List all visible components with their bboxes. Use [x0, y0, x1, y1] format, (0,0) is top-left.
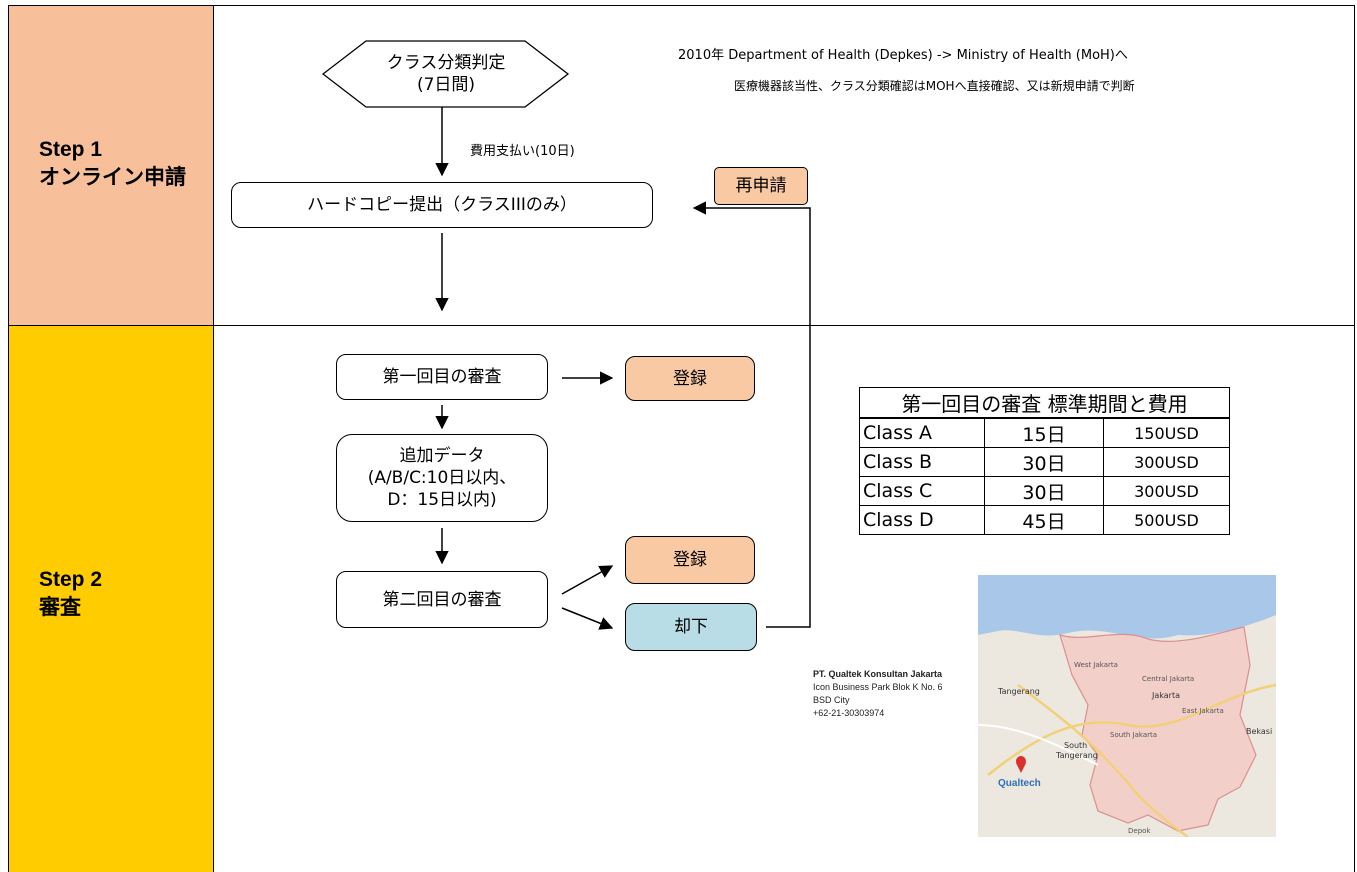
table-title: 第一回目の審査 標準期間と費用	[859, 387, 1230, 419]
arrow-second-to-reject	[561, 607, 614, 630]
table-row: Class A 15日 150USD	[859, 417, 1230, 448]
map-label-south-tangerang-2: Tangerang	[1056, 751, 1098, 760]
map-label-tangerang: Tangerang	[998, 687, 1040, 696]
table-cell-class: Class D	[859, 505, 985, 535]
table-cell-period: 30日	[984, 476, 1104, 506]
step2-lane-body	[213, 325, 1355, 872]
map-label-east-jakarta: East Jakarta	[1182, 707, 1224, 715]
register-box-1: 登録	[625, 356, 755, 401]
location-map: West Jakarta Central Jakarta Jakarta Eas…	[978, 575, 1276, 837]
second-review-box: 第二回目の審査	[336, 571, 548, 628]
step2-title-block: Step 2 審査	[39, 566, 102, 622]
map-label-bekasi: Bekasi	[1246, 727, 1273, 736]
table-cell-fee: 500USD	[1103, 505, 1230, 535]
additional-data-label: 追加データ (A/B/C:10日以内、 D：15日以内)	[367, 446, 517, 510]
table-cell-class: Class B	[859, 447, 985, 477]
step1-subtitle: オンライン申請	[39, 166, 186, 189]
map-label-depok: Depok	[1128, 827, 1151, 835]
table-cell-period: 15日	[984, 417, 1104, 448]
hardcopy-submission-label: ハードコピー提出（クラスIIIのみ）	[307, 195, 577, 215]
company-name: PT. Qualtek Konsultan Jakarta	[813, 669, 943, 679]
note-line-1: 2010年 Department of Health (Depkes) -> M…	[678, 48, 1128, 63]
step2-lane-label: Step 2 審査	[8, 325, 214, 872]
register-box-2: 登録	[625, 536, 755, 584]
table-cell-class: Class A	[859, 417, 985, 448]
map-label-south-jakarta: South Jakarta	[1110, 731, 1158, 739]
table-cell-class: Class C	[859, 476, 985, 506]
table-cell-period: 30日	[984, 447, 1104, 477]
step2-subtitle: 審査	[39, 596, 81, 619]
standard-period-fee-table: 第一回目の審査 標準期間と費用 Class A 15日 150USD Class…	[859, 387, 1230, 535]
table-row: Class C 30日 300USD	[859, 476, 1230, 506]
table-cell-fee: 300USD	[1103, 476, 1230, 506]
reapply-box: 再申請	[714, 167, 808, 205]
company-address-line-2: BSD City	[813, 695, 850, 705]
map-label-west-jakarta: West Jakarta	[1074, 661, 1118, 669]
reapply-loop-line	[692, 201, 811, 628]
arrow-second-to-register	[561, 565, 614, 595]
company-phone: +62-21-30303974	[813, 708, 885, 718]
additional-data-box: 追加データ (A/B/C:10日以内、 D：15日以内)	[336, 434, 548, 522]
table-cell-fee: 300USD	[1103, 447, 1230, 477]
table-cell-period: 45日	[984, 505, 1104, 535]
step2-title: Step 2	[39, 568, 103, 591]
table-row: Class B 30日 300USD	[859, 447, 1230, 477]
decision-label: クラス分類判定 (7日間)	[386, 53, 506, 95]
register-label-2: 登録	[673, 550, 707, 570]
first-review-box: 第一回目の審査	[336, 354, 548, 400]
map-label-central-jakarta: Central Jakarta	[1142, 675, 1195, 683]
note-line-2: 医療機器該当性、クラス分類確認はMOHへ直接確認、又は新規申請で判断	[734, 79, 1135, 93]
map-label-jakarta: Jakarta	[1152, 691, 1180, 700]
step1-lane-body	[213, 5, 1355, 326]
step1-title-block: Step 1 オンライン申請	[39, 136, 186, 192]
company-address: PT. Qualtek Konsultan Jakarta Icon Busin…	[813, 668, 943, 720]
register-label-1: 登録	[673, 368, 707, 389]
payment-label: 費用支払い(10日)	[470, 144, 575, 159]
step1-lane-label: Step 1 オンライン申請	[8, 5, 214, 326]
reapply-label: 再申請	[735, 176, 787, 196]
decision-hexagon	[322, 40, 570, 108]
company-address-line-1: Icon Business Park Blok K No. 6	[813, 682, 943, 692]
qualtech-logo: Qualtech	[998, 778, 1041, 789]
table-cell-fee: 150USD	[1103, 417, 1230, 448]
step1-title: Step 1	[39, 138, 103, 161]
map-label-south-tangerang-1: South	[1064, 741, 1088, 750]
hardcopy-submission-box: ハードコピー提出（クラスIIIのみ）	[231, 182, 653, 228]
first-review-label: 第一回目の審査	[382, 367, 502, 387]
second-review-label: 第二回目の審査	[382, 589, 502, 610]
reject-box: 却下	[625, 603, 757, 651]
table-title-row: 第一回目の審査 標準期間と費用	[859, 387, 1230, 419]
map-graphic	[978, 575, 1276, 837]
table-row: Class D 45日 500USD	[859, 505, 1230, 535]
reject-label: 却下	[674, 617, 708, 637]
